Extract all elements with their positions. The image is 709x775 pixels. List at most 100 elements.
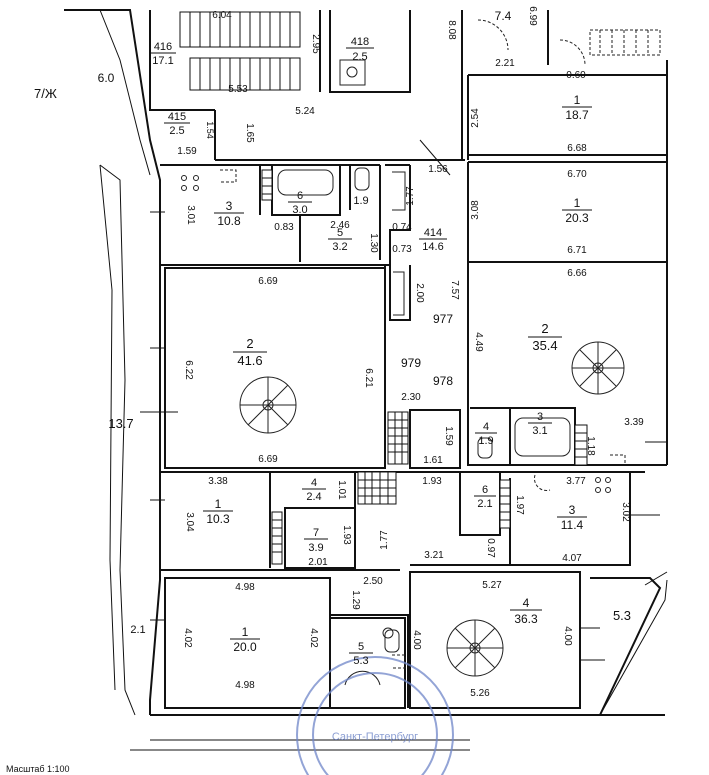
room-number: 1 xyxy=(574,93,581,107)
dimension-label: 6.22 xyxy=(183,360,194,380)
dimension-label: 1.77 xyxy=(405,186,416,206)
room-number: 5 xyxy=(337,227,343,239)
stamp-text: Санкт-Петербург xyxy=(332,731,418,743)
room-area: 7.4 xyxy=(495,9,512,23)
room-number: 1 xyxy=(242,625,249,639)
dimension-label: 7.57 xyxy=(449,280,460,300)
room-414: 414 14.6 xyxy=(419,227,447,253)
dimension-label: 1.93 xyxy=(341,525,352,545)
dimension-label: 4.02 xyxy=(182,628,193,648)
room-area: 20.3 xyxy=(565,211,589,225)
room-5-3-2: 5 3.2 xyxy=(328,227,352,253)
room-number: 415 xyxy=(168,111,186,123)
dimension-label: 2.46 xyxy=(330,220,350,231)
dimension-label: 1.01 xyxy=(336,480,347,500)
dimension-label: 4.98 xyxy=(235,582,255,593)
dimension-label: 6.66 xyxy=(567,268,587,279)
room-number: 3 xyxy=(537,411,543,423)
room-number: 414 xyxy=(424,227,442,239)
dimension-label: 4.07 xyxy=(562,553,582,564)
dimension-labels: 6.04 5.53 2.95 8.08 6.99 2.21 0.60 5.24 … xyxy=(130,6,644,699)
dimension-label: 1.54 xyxy=(205,121,215,139)
dimension-label: 3.08 xyxy=(470,200,481,220)
room-area: 3.1 xyxy=(532,425,547,437)
dimension-label: 6.68 xyxy=(567,143,587,154)
room-415: 415 2.5 xyxy=(164,111,190,137)
room-number: 3 xyxy=(226,199,233,213)
dimension-label: 0.83 xyxy=(274,222,294,233)
dimension-label: 1.30 xyxy=(368,233,379,253)
room-7-4: 7.4 xyxy=(495,9,512,23)
room-4-2-4: 4 2.4 xyxy=(302,477,326,503)
dimension-label: 2.54 xyxy=(470,108,481,128)
dimension-label: 6.04 xyxy=(212,10,232,21)
dimension-label: 3.77 xyxy=(566,476,586,487)
room-1-20-0: 1 20.0 xyxy=(230,625,260,654)
dimension-label: 8.08 xyxy=(446,20,457,40)
room-area: 10.3 xyxy=(206,512,230,526)
walls xyxy=(64,9,668,751)
dimension-label: 4.49 xyxy=(473,332,484,352)
room-area: 17.1 xyxy=(152,55,173,67)
dimension-label: 6.70 xyxy=(567,169,587,180)
room-number: 1 xyxy=(574,196,581,210)
room-416: 416 17.1 xyxy=(150,41,176,67)
room-1-18-7: 1 18.7 xyxy=(562,93,592,122)
dimension-label: 2.21 xyxy=(495,58,515,69)
dimension-label: 977 xyxy=(433,312,453,326)
room-area: 11.4 xyxy=(561,518,584,532)
dimension-label: 3.38 xyxy=(208,476,228,487)
room-1-9: 1.9 xyxy=(353,195,368,207)
dimension-label: 0.60 xyxy=(566,70,586,81)
room-area: 2.5 xyxy=(352,51,367,63)
dimension-label: 2.1 xyxy=(130,624,145,636)
room-area: 36.3 xyxy=(514,612,538,626)
dimension-label: 3.21 xyxy=(424,550,444,561)
dimension-label: 0.73 xyxy=(392,244,412,255)
room-area: 6.0 xyxy=(98,71,115,85)
dimension-label: 2.50 xyxy=(363,576,383,587)
spiral-stairs xyxy=(239,341,625,677)
room-number: 1 xyxy=(215,497,222,511)
dimension-label: 3.02 xyxy=(620,502,631,522)
dimension-label: 979 xyxy=(401,356,421,370)
room-1-20-3: 1 20.3 xyxy=(562,196,592,225)
room-area: 2.4 xyxy=(306,491,321,503)
room-number: 3 xyxy=(569,503,576,517)
dimension-label: 1.29 xyxy=(350,590,361,610)
dimension-label: 5.24 xyxy=(295,106,315,117)
room-area: 3.0 xyxy=(292,204,307,216)
dimension-label: 3.04 xyxy=(184,512,195,532)
dimension-label: 4.00 xyxy=(411,630,422,650)
room-number: 2 xyxy=(246,336,253,351)
dimension-label: 5.53 xyxy=(228,84,248,95)
dimension-label: 0.97 xyxy=(485,538,496,558)
room-2-35-4: 2 35.4 xyxy=(528,321,562,353)
scale-caption: Масштаб 1:100 xyxy=(6,764,70,774)
room-area: 3.2 xyxy=(332,241,347,253)
dimension-label: 0.74 xyxy=(392,222,412,233)
room-number: 5 xyxy=(358,641,364,653)
room-area: 3.9 xyxy=(308,542,323,554)
room-area: 35.4 xyxy=(532,338,557,353)
room-number: 4 xyxy=(311,477,317,489)
room-3-10-8: 3 10.8 xyxy=(214,199,244,228)
room-6-0: 6.0 xyxy=(98,71,115,85)
room-area: 5.3 xyxy=(613,608,631,623)
room-area: 13.7 xyxy=(108,416,133,431)
dimension-label: 3.39 xyxy=(624,417,644,428)
room-number: 4 xyxy=(523,596,530,610)
dimension-label: 4.02 xyxy=(308,628,319,648)
room-number: 418 xyxy=(351,36,369,48)
dimension-label: 5.27 xyxy=(482,580,502,591)
room-6-2-1: 6 2.1 xyxy=(474,484,496,510)
hatched-blocks xyxy=(261,169,588,565)
room-area: 5.3 xyxy=(353,655,368,667)
dimension-label: 2.30 xyxy=(401,392,421,403)
room-number: 4 xyxy=(483,421,489,433)
room-area: 20.0 xyxy=(233,640,257,654)
room-6-3-0: 6 3.0 xyxy=(288,190,312,216)
dimension-label: 3.01 xyxy=(185,205,196,225)
axis-label: 7/Ж xyxy=(34,86,57,101)
